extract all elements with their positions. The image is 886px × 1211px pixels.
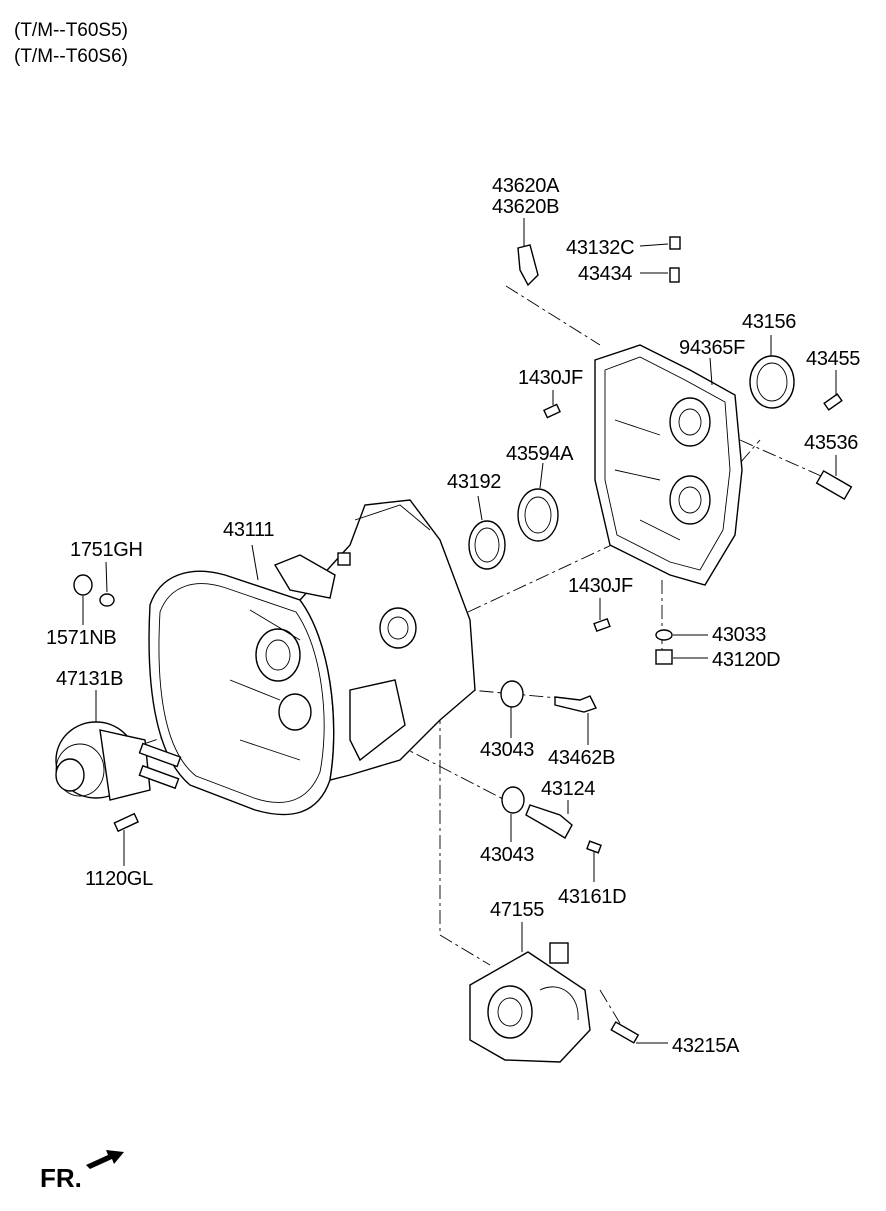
front-label: FR. <box>40 1163 82 1193</box>
part-label-43132C[interactable]: 43132C <box>566 237 635 259</box>
front-arrow-icon <box>86 1150 124 1169</box>
part-label-1571NB[interactable]: 1571NB <box>46 627 117 649</box>
part-label-43043-b[interactable]: 43043 <box>480 844 535 866</box>
bolt-43462B <box>554 695 597 713</box>
bolt-43455 <box>823 393 843 411</box>
bracket-43620 <box>517 244 539 287</box>
part-label-43536[interactable]: 43536 <box>804 432 859 454</box>
part-label-43620A[interactable]: 43620A <box>492 175 560 197</box>
part-label-43033[interactable]: 43033 <box>712 624 767 646</box>
bearing-43594A <box>517 488 559 542</box>
part-label-43043-a[interactable]: 43043 <box>480 739 535 761</box>
release-bearing-47131B <box>55 721 182 801</box>
part-label-94365F[interactable]: 94365F <box>679 337 746 359</box>
washer-43033 <box>655 629 673 641</box>
part-label-43161D[interactable]: 43161D <box>558 886 627 908</box>
part-label-43594A[interactable]: 43594A <box>506 443 574 465</box>
leader-lines <box>82 218 837 1044</box>
pin-1430JF-bottom <box>593 617 611 633</box>
part-label-43156[interactable]: 43156 <box>742 311 797 333</box>
switch-43536 <box>815 469 853 501</box>
plug-43132C <box>669 236 681 250</box>
bolt-43215A <box>610 1021 640 1044</box>
part-label-43455[interactable]: 43455 <box>806 348 861 370</box>
transmission-case <box>594 344 743 586</box>
ring-43043-a <box>500 680 524 708</box>
clutch-housing-43111 <box>148 499 476 816</box>
part-label-1751GH[interactable]: 1751GH <box>70 539 143 561</box>
pin-43434 <box>669 267 680 283</box>
pin-1430JF-top <box>543 403 561 419</box>
washer-1751GH <box>99 593 115 607</box>
part-label-1120GL[interactable]: 1120GL <box>85 868 153 890</box>
bolt-43124 <box>525 804 573 839</box>
model-label-2: (T/M--T60S6) <box>14 46 128 67</box>
part-label-1430JF-top[interactable]: 1430JF <box>518 367 583 389</box>
pin-43161D <box>586 840 602 854</box>
pump-47155 <box>469 942 591 1063</box>
ring-43043-b <box>501 786 525 814</box>
model-label-1: (T/M--T60S5) <box>14 20 128 41</box>
part-label-43434[interactable]: 43434 <box>578 263 633 285</box>
part-label-43620B[interactable]: 43620B <box>492 196 560 218</box>
part-label-47131B[interactable]: 47131B <box>56 668 124 690</box>
bolt-1120GL <box>113 812 140 833</box>
part-label-43111[interactable]: 43111 <box>223 519 275 541</box>
part-label-43462B[interactable]: 43462B <box>548 747 616 769</box>
part-label-43124[interactable]: 43124 <box>541 778 596 800</box>
part-label-1430JF-bottom[interactable]: 1430JF <box>568 575 633 597</box>
plug-43120D <box>655 649 673 665</box>
part-label-43120D[interactable]: 43120D <box>712 649 781 671</box>
plug-1571NB <box>73 574 93 596</box>
part-label-47155[interactable]: 47155 <box>490 899 545 921</box>
part-label-43215A[interactable]: 43215A <box>672 1035 740 1057</box>
part-label-43192[interactable]: 43192 <box>447 471 502 493</box>
